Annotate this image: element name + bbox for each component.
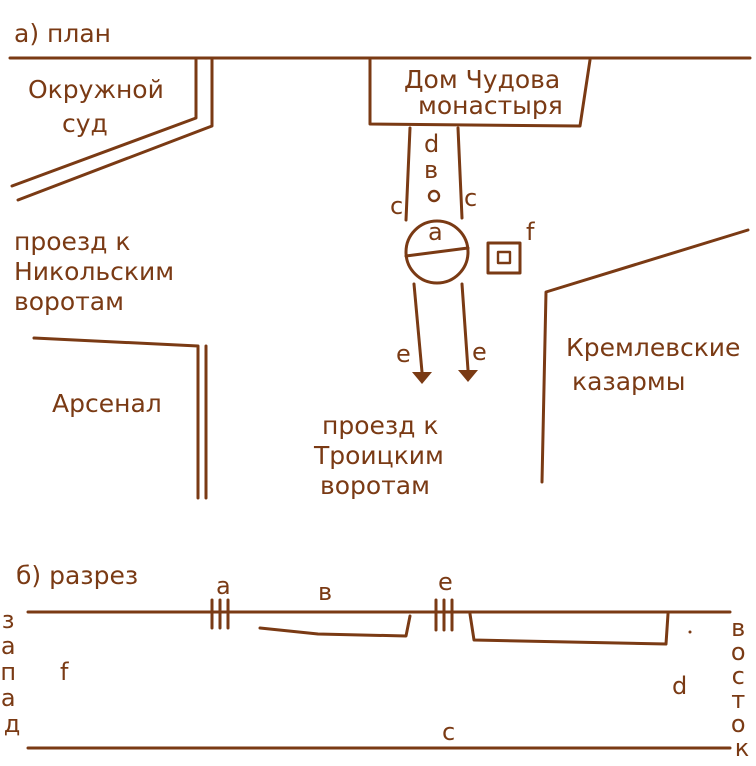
troitsky-passage-label-3: воротам xyxy=(320,471,430,500)
small-circle-b xyxy=(427,189,441,203)
object-f-inner-square xyxy=(496,250,512,265)
tunnel-b-outline xyxy=(258,614,412,638)
west-char-1: з xyxy=(2,606,15,634)
arsenal-label: Арсенал xyxy=(52,389,162,418)
kremlin-barracks-label-1: Кремлевские xyxy=(566,333,740,362)
well-divider xyxy=(404,246,470,258)
nikolsky-passage-label-1: проезд к xyxy=(14,227,131,256)
west-char-5: д xyxy=(4,710,21,738)
passage-line-left xyxy=(412,282,424,374)
west-char-3: п xyxy=(0,658,16,686)
passage-line-right xyxy=(460,282,470,372)
section-title: б) разрез xyxy=(16,561,138,590)
marker-a-plan: a xyxy=(428,218,443,246)
plan-view: а) план Окружной суд Дом Чудова монастыр… xyxy=(8,19,752,500)
marker-c-section: c xyxy=(442,718,455,746)
east-char-1: в xyxy=(731,614,745,642)
object-f-outer-square xyxy=(486,241,522,275)
arsenal-outline-inner xyxy=(32,336,200,500)
marker-f-section: f xyxy=(60,658,69,686)
corridor-line-left xyxy=(404,126,412,222)
marker-e-plan-right: e xyxy=(472,338,487,366)
chudov-house-label-1: Дом Чудова xyxy=(404,65,560,94)
west-vertical-label: з а п а д xyxy=(0,606,23,738)
dot-mark xyxy=(688,630,692,634)
west-char-2: а xyxy=(1,632,16,660)
marker-f-plan: f xyxy=(526,218,535,246)
okruzhnoy-sud-outline-outer xyxy=(16,58,214,202)
well-circle-a xyxy=(404,219,470,285)
arrow-down-right-icon xyxy=(458,370,478,382)
east-char-6: к xyxy=(735,734,750,762)
chudov-house-outline xyxy=(368,58,592,128)
okruzhnoy-sud-label-2: суд xyxy=(62,109,108,138)
east-char-5: о xyxy=(731,710,746,738)
chudov-house-label-2: монастыря xyxy=(418,91,563,120)
hatch-e-icon xyxy=(434,598,454,632)
tunnel-d-outline xyxy=(468,612,670,646)
marker-b-section: в xyxy=(318,578,332,606)
marker-e-plan-left: e xyxy=(396,340,411,368)
troitsky-passage-label-1: проезд к xyxy=(322,411,439,440)
troitsky-passage-label-2: Троицким xyxy=(313,441,444,470)
east-char-4: т xyxy=(731,686,745,714)
arrow-down-left-icon xyxy=(412,372,432,384)
corridor-line-right xyxy=(456,126,464,220)
marker-b-plan: в xyxy=(424,156,438,184)
east-vertical-label: в о с т о к xyxy=(731,614,753,762)
okruzhnoy-sud-outline-inner xyxy=(10,58,198,188)
okruzhnoy-sud-label-1: Окружной xyxy=(28,75,164,104)
marker-d-section: d xyxy=(672,672,687,700)
west-char-4: а xyxy=(1,684,16,712)
east-char-3: с xyxy=(732,662,745,690)
east-char-2: о xyxy=(731,638,746,666)
marker-d-plan: d xyxy=(424,130,439,158)
kremlin-barracks-outline xyxy=(540,228,750,484)
kremlin-barracks-label-2: казармы xyxy=(572,367,686,396)
marker-a-section: a xyxy=(216,572,231,600)
hatch-a-icon xyxy=(210,598,230,630)
nikolsky-passage-label-2: Никольским xyxy=(14,257,174,286)
section-view: б) разрез a в e f d c з а п а д в о xyxy=(0,561,753,762)
marker-c-plan-left: c xyxy=(390,192,403,220)
plan-title: а) план xyxy=(14,19,111,48)
nikolsky-passage-label-3: воротам xyxy=(14,287,124,316)
marker-e-section: e xyxy=(438,568,453,596)
marker-c-plan-right: c xyxy=(464,184,477,212)
